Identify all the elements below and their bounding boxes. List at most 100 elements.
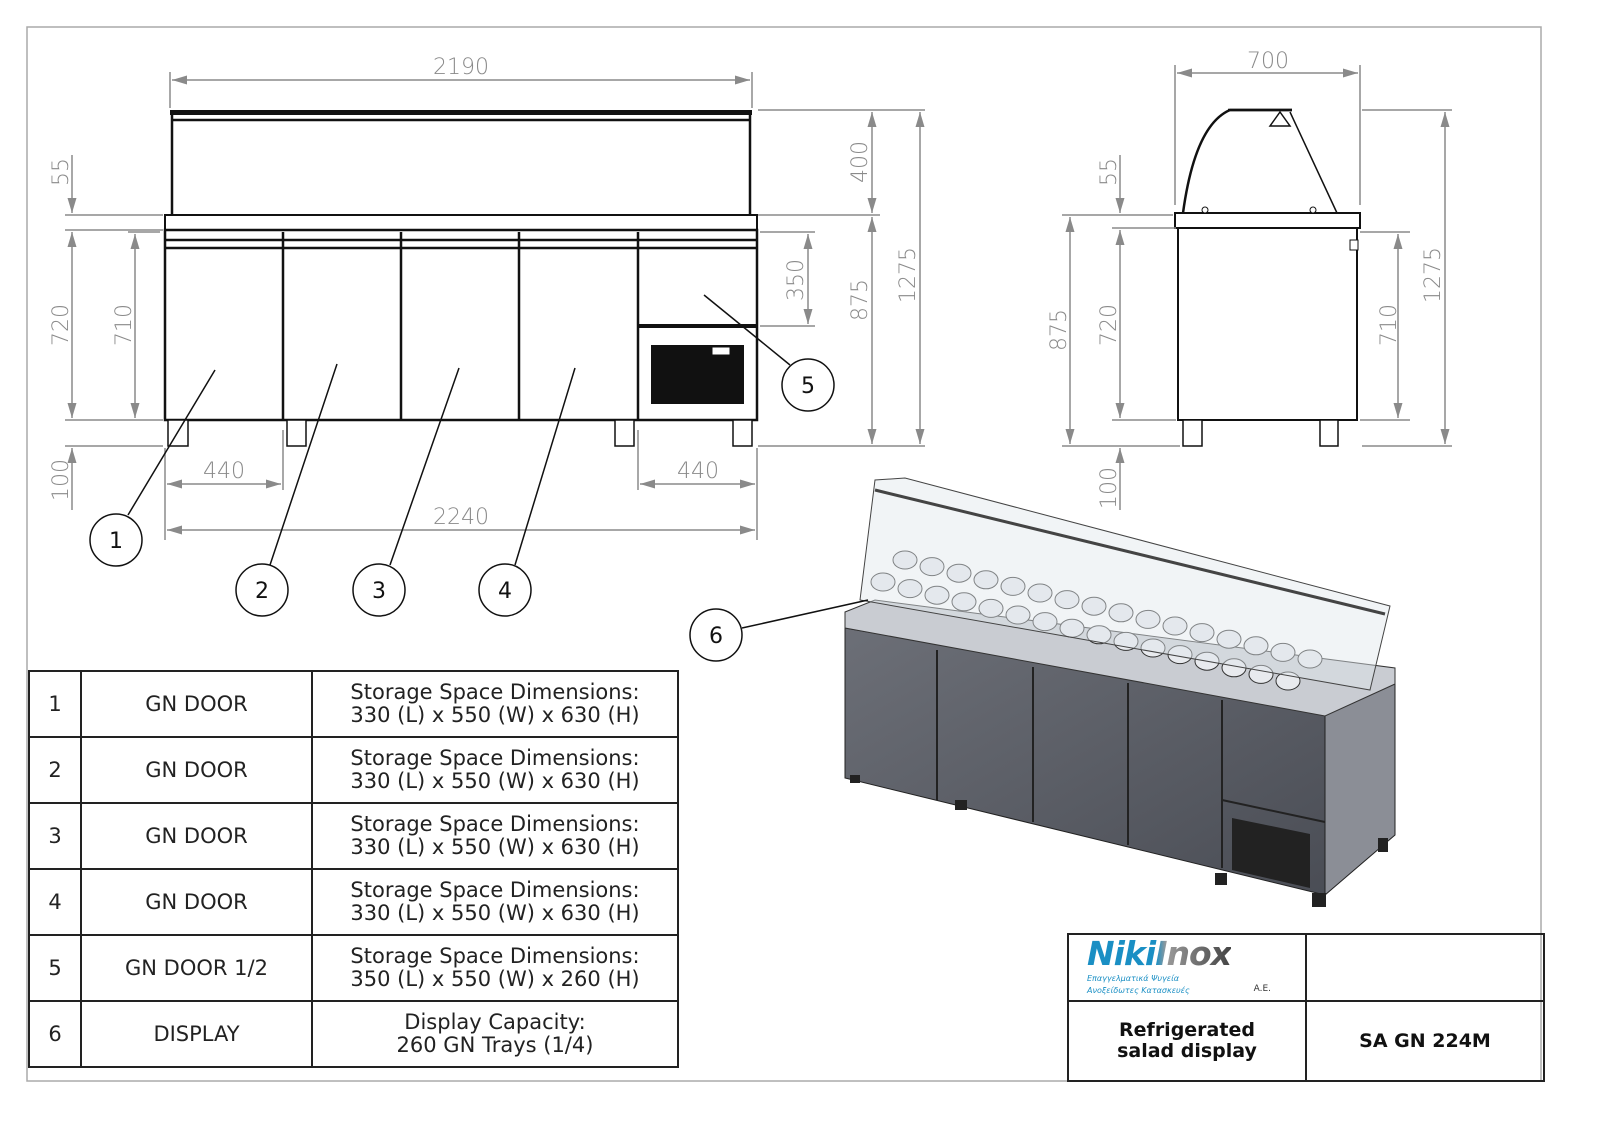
sheet-border [26,26,1542,1082]
callouts [89,294,869,662]
dim-875: 875 [848,279,873,321]
table-row: 2 GN DOOR Storage Space Dimensions:330 (… [28,736,679,804]
gn-pan [1135,609,1161,629]
description-title: Storage Space Dimensions: [350,878,640,902]
gn-pan [1005,605,1031,625]
item-number: 6 [28,1000,82,1068]
description-value: 330 (L) x 550 (W) x 630 (H) [350,835,640,859]
item-name: GN DOOR [80,868,313,936]
dim-440-left: 440 [203,459,245,484]
item-name: GN DOOR [80,802,313,870]
callout-5: 5 [801,374,815,399]
callout-1: 1 [109,529,123,554]
gn-pan [919,557,945,577]
gn-pans [870,550,1323,691]
parts-table: 1 GN DOOR Storage Space Dimensions:330 (… [28,670,679,1068]
description-value: 330 (L) x 550 (W) x 630 (H) [350,703,640,727]
item-number: 4 [28,868,82,936]
table-row: 4 GN DOOR Storage Space Dimensions:330 (… [28,868,679,936]
callout-3: 3 [372,579,386,604]
logo-suffix: A.E. [1253,984,1271,994]
description-line-1: Refrigerated [1119,1019,1255,1041]
gn-pan [978,598,1004,618]
gn-pan [1243,636,1269,656]
gn-pan [973,570,999,590]
table-row: 1 GN DOOR Storage Space Dimensions:330 (… [28,670,679,738]
table-row: 6 DISPLAY Display Capacity:260 GN Trays … [28,1000,679,1068]
dim-2240: 2240 [433,505,489,530]
gn-pan [951,592,977,612]
side-dim-100: 100 [1097,467,1122,509]
gn-pan [946,563,972,583]
isometric-view [844,477,1396,907]
table-row: 5 GN DOOR 1/2 Storage Space Dimensions:3… [28,934,679,1002]
gn-pan [892,550,918,570]
gn-pan [1054,590,1080,610]
logo-subtitle-1: Επαγγελματικά Ψυγεία [1087,974,1180,983]
item-description: Storage Space Dimensions:330 (L) x 550 (… [311,670,679,738]
callout-2: 2 [255,579,269,604]
gn-pan [1108,603,1134,623]
dim-2190: 2190 [433,55,489,80]
item-name: GN DOOR [80,670,313,738]
description-value: 260 GN Trays (1/4) [396,1033,594,1057]
nikiinox-logo: NikiInox Επαγγελματικά Ψυγεία Ανοξείδωτε… [1069,935,1305,1000]
gn-pan [1000,576,1026,596]
description-title: Display Capacity: [404,1010,586,1034]
gn-pan [924,585,950,605]
item-name: GN DOOR [80,736,313,804]
side-dim-700: 700 [1247,49,1289,74]
gn-pan [897,579,923,599]
dim-710: 710 [112,304,137,346]
side-dim-720: 720 [1097,304,1122,346]
gn-pan [1032,612,1058,632]
gn-pan [1297,649,1323,669]
logo-cell: NikiInox Επαγγελματικά Ψυγεία Ανοξείδωτε… [1067,933,1307,1002]
side-dim-875: 875 [1047,309,1072,351]
model-cell: SA GN 224M [1305,1000,1545,1082]
item-description: Storage Space Dimensions:330 (L) x 550 (… [311,868,679,936]
callout-4: 4 [498,579,512,604]
blank-cell [1305,933,1545,1002]
dim-100: 100 [49,459,74,501]
item-number: 5 [28,934,82,1002]
item-description: Storage Space Dimensions:330 (L) x 550 (… [311,736,679,804]
logo-wordmark: NikiInox [1087,935,1232,973]
description-title: Storage Space Dimensions: [350,812,640,836]
item-name: DISPLAY [80,1000,313,1068]
description-title: Storage Space Dimensions: [350,680,640,704]
item-description: Storage Space Dimensions:330 (L) x 550 (… [311,802,679,870]
gn-pan [1189,623,1215,643]
description-value: 330 (L) x 550 (W) x 630 (H) [350,901,640,925]
dim-350: 350 [784,259,809,301]
side-dim-1275: 1275 [1421,247,1446,303]
gn-pan [1270,642,1296,662]
gn-pan [1162,616,1188,636]
title-block: NikiInox Επαγγελματικά Ψυγεία Ανοξείδωτε… [1067,933,1545,1082]
dim-400: 400 [848,141,873,183]
description-line-2: salad display [1117,1040,1257,1062]
gn-pan [870,572,896,592]
callout-6: 6 [709,624,723,649]
description-value: 350 (L) x 550 (W) x 260 (H) [350,967,640,991]
dim-1275: 1275 [896,247,921,303]
item-name: GN DOOR 1/2 [80,934,313,1002]
table-row: 3 GN DOOR Storage Space Dimensions:330 (… [28,802,679,870]
logo-subtitle-2: Ανοξείδωτες Κατασκευές [1087,986,1190,995]
description-title: Storage Space Dimensions: [350,944,640,968]
front-view: 2190 2240 440 440 55 720 100 710 350 400… [49,55,925,540]
item-description: Storage Space Dimensions:350 (L) x 550 (… [311,934,679,1002]
gn-pan [1081,596,1107,616]
side-view: 700 55 875 720 100 710 1275 [1047,49,1452,510]
dim-55: 55 [49,158,74,186]
item-number: 1 [28,670,82,738]
side-dim-55: 55 [1097,158,1122,186]
side-dim-710: 710 [1377,304,1402,346]
description-cell: Refrigerated salad display [1067,1000,1307,1082]
description-title: Storage Space Dimensions: [350,746,640,770]
item-number: 3 [28,802,82,870]
dim-440-right: 440 [677,459,719,484]
gn-pan [1086,625,1112,645]
gn-pan [1027,583,1053,603]
